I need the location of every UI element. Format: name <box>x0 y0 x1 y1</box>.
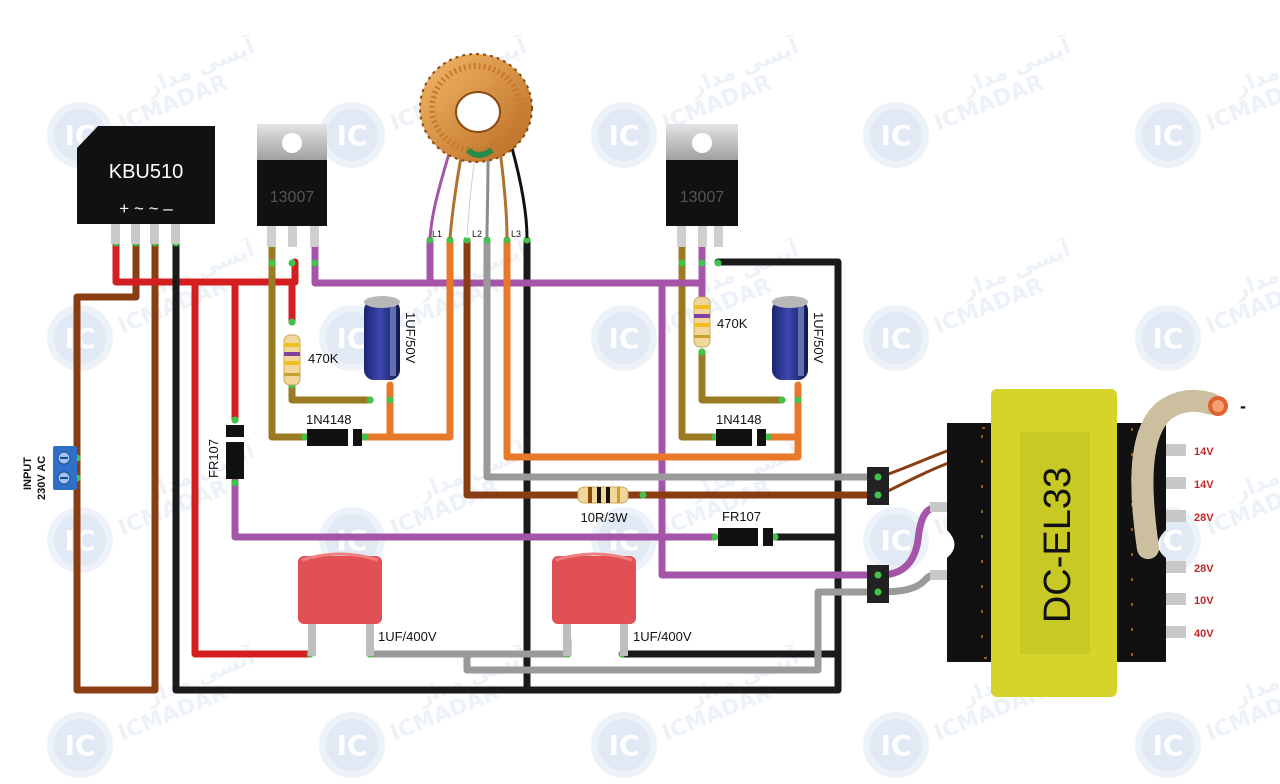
wire-gray-l2 <box>483 236 882 481</box>
wire-purple-fr <box>231 476 719 541</box>
output-label-40v: 40V <box>1194 628 1214 640</box>
film-right-label: 1UF/400V <box>633 629 692 644</box>
transformer-label: DC-EL33 <box>1037 467 1079 623</box>
bridge-pin-marks: + ~ ~ – <box>119 199 173 218</box>
toroid-tap-l1: L1 <box>432 229 442 239</box>
toroid-tap-l2: L2 <box>472 229 482 239</box>
wire-black-ground <box>172 236 842 694</box>
watermark-logo: IC <box>881 119 912 152</box>
watermark-logo: IC <box>609 729 640 762</box>
transformer-ee33: DC-EL33 - 14V 14V 28V 28V 10V 40V <box>930 389 1246 697</box>
diode-fr107-horizontal: FR107 <box>718 509 773 546</box>
transistor-left-label: 13007 <box>270 189 315 206</box>
output-minus-label: - <box>1240 396 1246 416</box>
watermark-logo: IC <box>337 119 368 152</box>
watermark-logo: IC <box>337 729 368 762</box>
bridge-rectifier: KBU510 + ~ ~ – <box>77 126 215 244</box>
resistor-left-label: 470K <box>308 351 339 366</box>
output-label-14v-a: 14V <box>1194 446 1214 458</box>
capacitor-1uf-right: 1UF/50V <box>772 296 826 380</box>
fr-horizontal-label: FR107 <box>722 509 761 524</box>
toroid-tap-l3: L3 <box>511 229 521 239</box>
wire-red-down <box>191 278 314 658</box>
wire-olive-left-res <box>288 381 374 404</box>
output-label-14v-b: 14V <box>1194 479 1214 491</box>
wire-purple-drop <box>658 279 882 579</box>
transformer-pins-left <box>930 502 950 580</box>
wire-olive-right-res <box>698 348 786 404</box>
resistor-10r-3w: 10R/3W <box>577 486 629 525</box>
capacitor-left-label: 1UF/50V <box>403 312 418 364</box>
watermark-logo: IC <box>1153 322 1184 355</box>
input-terminal: INPUT 230V AC <box>22 446 77 500</box>
wire-olive-left <box>268 236 309 441</box>
watermark-logo: IC <box>881 729 912 762</box>
capacitor-right-label: 1UF/50V <box>811 312 826 364</box>
wire-olive-right <box>678 236 719 441</box>
watermark-logo: IC <box>881 322 912 355</box>
resistor-right-label: 470K <box>717 316 748 331</box>
resistor-10r-label: 10R/3W <box>581 510 629 525</box>
diode-right-label: 1N4148 <box>716 412 762 427</box>
input-label-line1: INPUT <box>22 457 34 490</box>
wire-trafo-purple <box>876 504 939 579</box>
output-label-10v: 10V <box>1194 595 1214 607</box>
output-label-28v-a: 28V <box>1194 512 1214 524</box>
transistor-right-label: 13007 <box>680 189 725 206</box>
watermark-logo: IC <box>65 729 96 762</box>
diode-fr107-vertical: FR107 <box>206 425 244 479</box>
watermark-logo: IC <box>609 322 640 355</box>
input-label-line2: 230V AC <box>36 456 48 500</box>
bridge-label: KBU510 <box>109 161 184 183</box>
watermark-logo: IC <box>337 322 368 355</box>
wire-gray-film <box>366 588 882 674</box>
watermark-logo: IC <box>1153 119 1184 152</box>
transformer-connectors <box>867 467 889 603</box>
film-capacitor-right: 1UF/400V <box>552 552 692 656</box>
wire-brown-l2 <box>463 236 586 499</box>
toroid-inductor: L1 L2 L3 <box>419 53 533 239</box>
wire-brown-input <box>73 236 159 694</box>
capacitor-1uf-left: 1UF/50V <box>364 296 418 380</box>
output-label-28v-b: 28V <box>1194 563 1214 575</box>
diode-1n4148-left: 1N4148 <box>306 412 362 446</box>
watermark-logo: IC <box>609 119 640 152</box>
resistor-470k-left: 470K <box>283 334 339 386</box>
resistor-470k-right: 470K <box>693 296 748 348</box>
transformer-pins-right <box>1160 444 1186 638</box>
watermark-logo: IC <box>881 524 912 557</box>
film-left-label: 1UF/400V <box>378 629 437 644</box>
watermark-logo: IC <box>1153 729 1184 762</box>
wire-red-rail <box>112 236 299 286</box>
transistor-right: 13007 <box>666 124 738 247</box>
diode-1n4148-right: 1N4148 <box>716 412 766 446</box>
wire-orange-right <box>503 236 802 461</box>
film-capacitor-left: 1UF/400V <box>298 552 437 656</box>
transistor-left: 13007 <box>257 124 327 247</box>
fr-vertical-label: FR107 <box>206 439 221 478</box>
diode-left-label: 1N4148 <box>306 412 352 427</box>
